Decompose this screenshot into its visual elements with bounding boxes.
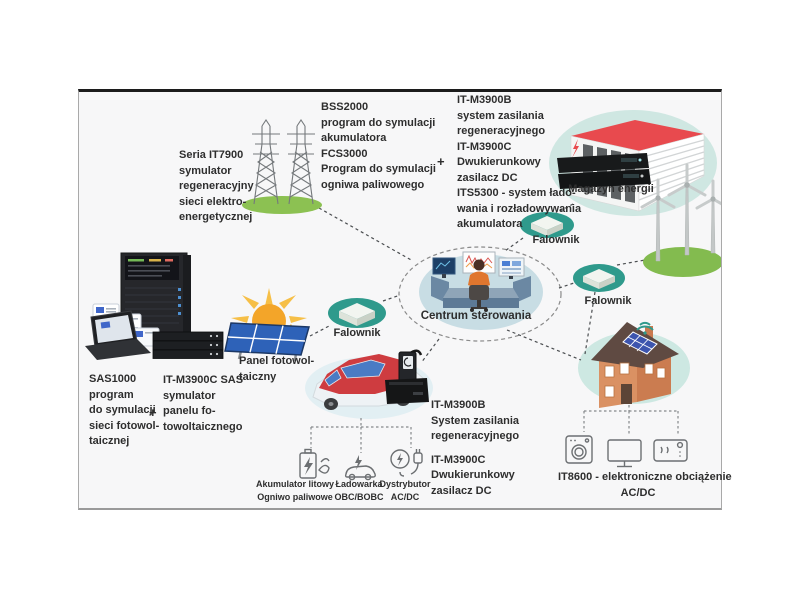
energy-storage-label: Magazyn energii <box>568 183 654 195</box>
diagram-graphics <box>85 110 721 481</box>
inverter-3-label: Falownik <box>333 327 381 339</box>
distributor-label: Dystrybutor AC/DC <box>379 479 431 502</box>
pv-panel-label: Panel fotowol- taiczny <box>239 355 315 383</box>
m3900-top-label: IT-M3900B system zasilania regeneracyjne… <box>457 94 582 230</box>
control-room-icon <box>431 251 531 312</box>
m3900c-sas-label: IT-M3900C SAS symulator panelu fo- towol… <box>163 374 244 433</box>
inverter-1-icon <box>520 212 574 238</box>
energy-storage-icon <box>557 120 705 212</box>
power-supply-stack-icon <box>152 331 224 359</box>
control-center-label: Centrum sterowania <box>420 310 532 322</box>
component-bus-lines <box>310 400 679 453</box>
microwave-icon <box>653 439 688 462</box>
sas1000-label: SAS1000 program do symulacji sieci fotow… <box>89 373 160 447</box>
charger-label: Ładowarka OBC/BOBC <box>334 479 384 502</box>
bss-fcs-label: BSS2000 program do symulacji akumulatora… <box>321 101 436 191</box>
inverter-2-icon <box>573 264 625 292</box>
plus-sign-top: + <box>437 154 445 169</box>
right-monitor-icon <box>498 257 525 279</box>
house-icon <box>591 321 679 408</box>
battery-icon <box>299 448 330 479</box>
monitor-icon <box>607 439 642 468</box>
inverter-2-label: Falownik <box>584 295 632 307</box>
inverter-1-label: Falownik <box>532 234 580 246</box>
fuel-cell-car-icon <box>344 455 376 481</box>
grid-simulator-rack-icon <box>120 252 191 333</box>
operator-icon <box>468 259 490 312</box>
inverter-3-icon <box>328 298 386 328</box>
wind-turbines-icon <box>640 163 721 277</box>
plus-sign-left: + <box>149 405 157 420</box>
it7900-label: Seria IT7900 symulator regeneracyjny sie… <box>179 149 254 223</box>
wifi-icon <box>636 321 654 335</box>
battery-test-devices-icon <box>557 153 651 189</box>
solar-panel-icon <box>224 322 310 362</box>
m3900-bottom-label: IT-M3900B System zasilania regeneracyjne… <box>431 399 520 497</box>
distributor-icon <box>390 449 423 477</box>
laptop-software-icon <box>85 303 160 360</box>
charging-station-icon <box>385 349 429 404</box>
it8600-label: IT8600 - elektroniczne obciążenie AC/DC <box>558 471 732 499</box>
transmission-towers-icon <box>242 119 322 214</box>
battery-label: Akumulator litowy Ogniwo paliwowe <box>255 479 334 502</box>
left-monitor-icon <box>432 257 456 278</box>
washing-machine-icon <box>565 435 593 464</box>
diagram-panel: Seria IT7900 symulator regeneracyjny sie… <box>78 89 732 510</box>
